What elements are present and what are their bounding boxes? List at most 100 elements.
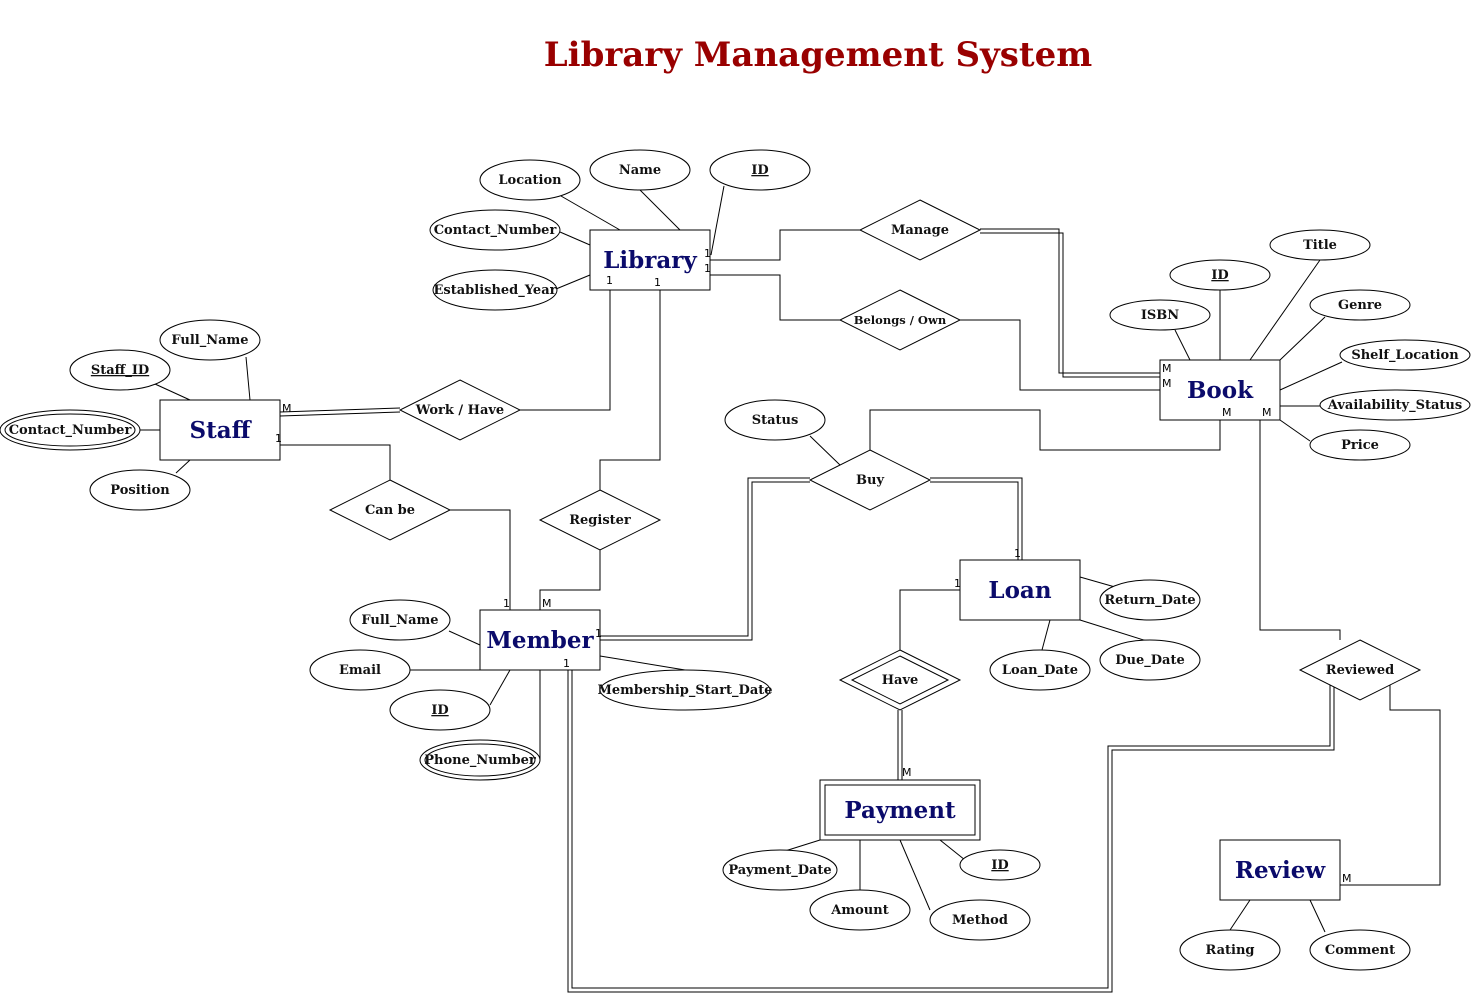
attribute-label: Contact_Number — [434, 223, 557, 238]
relationship-buy[interactable]: Buy — [808, 449, 932, 511]
attribute-member-email[interactable]: Email — [309, 649, 411, 691]
entity-loan-label: Loan — [988, 577, 1051, 604]
cardinality-member-reviewed: 1 — [563, 657, 570, 670]
link-loan-have — [899, 589, 960, 650]
entity-book[interactable]: Book — [1159, 359, 1281, 421]
attribute-label: Comment — [1325, 943, 1395, 958]
link-library-manage — [710, 229, 860, 261]
entity-library-label: Library — [603, 247, 697, 274]
attribute-library-id[interactable]: ID — [709, 149, 811, 191]
attribute-book-title[interactable]: Title — [1269, 229, 1371, 261]
attribute-library-name[interactable]: Name — [589, 149, 691, 191]
attribute-label: Method — [952, 913, 1008, 928]
attribute-book-id[interactable]: ID — [1169, 259, 1271, 291]
cardinality-loan-buy: 1 — [1014, 547, 1021, 560]
cardinalities: 1 1 1 1 M M M M M 1 1 M 1 1 1 1 M M — [275, 247, 1352, 885]
entity-review[interactable]: Review — [1219, 839, 1341, 901]
link-library-belongs — [710, 274, 840, 321]
link-book-price — [1279, 419, 1311, 442]
link-member-reviewed-b — [571, 670, 1331, 989]
entity-library[interactable]: Library — [589, 229, 711, 291]
attribute-label: Genre — [1338, 298, 1382, 313]
link-book-reviewed — [1259, 420, 1341, 640]
relationship-register[interactable]: Register — [538, 489, 662, 551]
attribute-staff-contact-number[interactable]: Contact_Number — [0, 409, 141, 451]
attribute-member-membership-start-date[interactable]: Membership_Start_Date — [597, 669, 773, 711]
attribute-book-shelf-location[interactable]: Shelf_Location — [1339, 339, 1471, 371]
attribute-member-id[interactable]: ID — [389, 689, 491, 731]
attribute-label: Membership_Start_Date — [597, 683, 772, 698]
diagram-title: Library Management System — [544, 35, 1093, 75]
attribute-label: Status — [752, 413, 799, 428]
attribute-label: Location — [498, 173, 562, 188]
cardinality-member-register: M — [542, 597, 552, 610]
relationship-manage[interactable]: Manage — [858, 199, 982, 261]
attribute-book-availability-status[interactable]: Availability_Status — [1319, 389, 1471, 421]
attribute-member-phone-number[interactable]: Phone_Number — [419, 739, 541, 781]
link-review-rating — [1229, 899, 1251, 931]
attribute-payment-id[interactable]: ID — [959, 849, 1041, 881]
attribute-label: Due_Date — [1115, 653, 1184, 668]
attribute-label: Contact_Number — [9, 423, 132, 438]
link-manage-book-b — [980, 232, 1160, 378]
link-canbe-member — [450, 509, 511, 610]
attribute-label: Availability_Status — [1327, 398, 1462, 413]
entity-payment[interactable]: Payment — [819, 779, 981, 841]
link-staff-workhave-a — [279, 407, 401, 413]
link-belongs-book — [960, 319, 1160, 391]
attribute-payment-date[interactable]: Payment_Date — [722, 849, 838, 891]
link-book-title — [1249, 259, 1321, 361]
entity-member[interactable]: Member — [479, 609, 601, 671]
attribute-label: ISBN — [1141, 308, 1179, 323]
attribute-book-genre[interactable]: Genre — [1309, 289, 1411, 321]
attribute-library-established-year[interactable]: Established_Year — [432, 269, 558, 311]
entity-loan[interactable]: Loan — [959, 559, 1081, 621]
attribute-review-comment[interactable]: Comment — [1309, 929, 1411, 971]
relationship-work-have[interactable]: Work / Have — [398, 379, 522, 441]
attribute-label: Title — [1303, 238, 1337, 253]
relationship-belongs-own-label: Belongs / Own — [854, 313, 947, 327]
link-staff-fullname — [245, 356, 251, 401]
attribute-label: Email — [339, 663, 381, 678]
attribute-label: Rating — [1205, 943, 1254, 958]
attribute-label: ID — [751, 163, 768, 178]
attribute-label: ID — [1211, 268, 1228, 283]
attribute-payment-amount[interactable]: Amount — [809, 889, 911, 931]
attribute-buy-status[interactable]: Status — [724, 399, 826, 441]
attribute-library-contact-number[interactable]: Contact_Number — [429, 209, 561, 251]
cardinality-staff-canbe: 1 — [275, 432, 282, 445]
attribute-staff-position[interactable]: Position — [89, 469, 191, 511]
attribute-review-rating[interactable]: Rating — [1179, 929, 1281, 971]
cardinality-book-manage: M — [1162, 362, 1172, 375]
relationship-have-label: Have — [882, 673, 919, 688]
relationship-manage-label: Manage — [891, 223, 949, 238]
attribute-label: Loan_Date — [1002, 663, 1078, 678]
cardinality-library-manage: 1 — [704, 247, 711, 260]
entity-review-label: Review — [1235, 857, 1326, 884]
attribute-staff-id[interactable]: Staff_ID — [69, 349, 171, 391]
entity-payment-label: Payment — [844, 797, 956, 824]
attribute-payment-method[interactable]: Method — [929, 899, 1031, 941]
attribute-staff-full-name[interactable]: Full_Name — [159, 319, 261, 361]
cardinality-member-buy: 1 — [595, 627, 602, 640]
attribute-loan-loan-date[interactable]: Loan_Date — [989, 649, 1091, 691]
attribute-library-location[interactable]: Location — [479, 159, 581, 201]
attribute-member-full-name[interactable]: Full_Name — [349, 599, 451, 641]
cardinality-book-buy: M — [1222, 406, 1232, 419]
link-library-name — [639, 189, 681, 231]
cardinality-loan-have: 1 — [954, 577, 961, 590]
relationship-belongs-own[interactable]: Belongs / Own — [838, 289, 962, 351]
attribute-loan-due-date[interactable]: Due_Date — [1099, 639, 1201, 681]
attribute-book-price[interactable]: Price — [1309, 429, 1411, 461]
relationship-can-be[interactable]: Can be — [328, 479, 452, 541]
entity-staff[interactable]: Staff — [159, 399, 281, 461]
attribute-book-isbn[interactable]: ISBN — [1109, 299, 1211, 331]
link-payment-id — [939, 839, 966, 861]
relationship-have[interactable]: Have — [838, 649, 962, 711]
relationship-reviewed[interactable]: Reviewed — [1298, 639, 1422, 701]
attribute-label: Position — [110, 483, 170, 498]
relationship-register-label: Register — [569, 513, 631, 528]
link-staff-position — [175, 459, 191, 474]
cardinality-book-reviewed: M — [1262, 406, 1272, 419]
attribute-loan-return-date[interactable]: Return_Date — [1099, 579, 1201, 621]
